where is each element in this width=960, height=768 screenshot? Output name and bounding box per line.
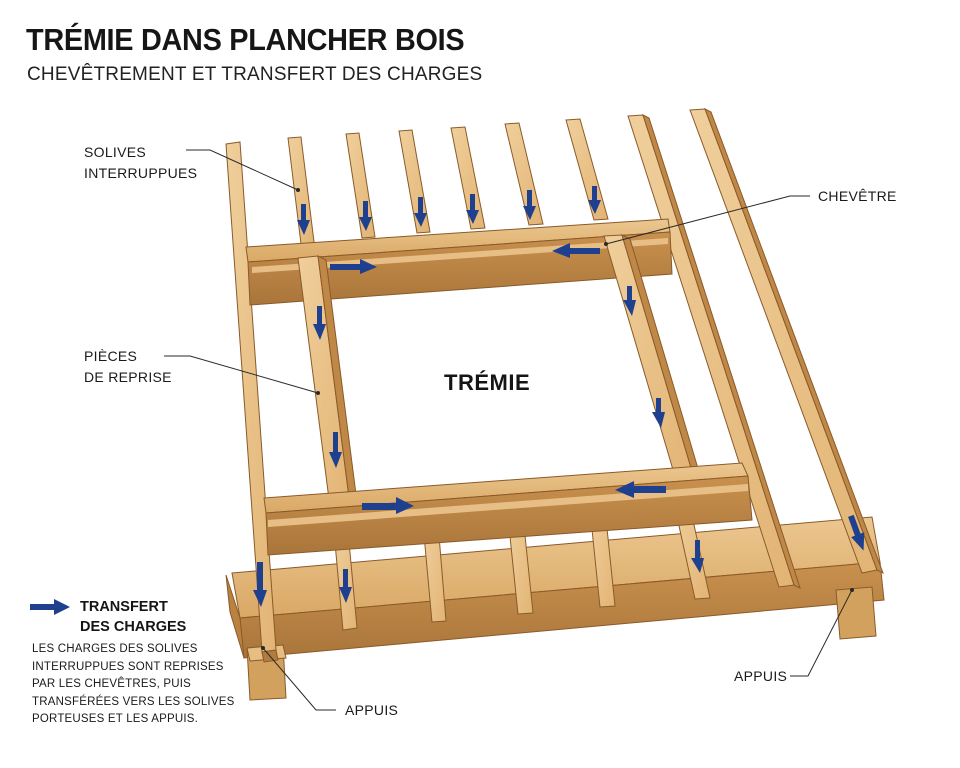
arrow-left-icon [552,243,600,258]
label-solives-line1: SOLIVES [84,144,147,160]
label-pieces-de-reprise: PIÈCES DE REPRISE [84,346,172,388]
side-joist-right-outer [689,107,884,575]
label-chevetre: CHEVÊTRE [818,188,897,204]
legend-title-line2: DES CHARGES [80,619,187,635]
support-post-right [835,586,877,640]
label-pieces-line1: PIÈCES [84,348,138,364]
legend-text-line: PORTEUSES ET LES APPUIS. [32,713,199,725]
label-solives-line2: INTERRUPPUES [84,165,198,181]
label-appuis-left: APPUIS [345,702,399,718]
arrow-down-icon [359,201,372,231]
legend-title: TRANSFERT DES CHARGES [80,597,186,637]
arrow-down-icon [313,306,326,340]
page-title: TRÉMIE DANS PLANCHER BOIS [26,22,465,57]
leader-lines [164,149,853,711]
arrow-down-icon [253,562,267,607]
arrow-down-icon [523,190,536,220]
arrow-down-icon [652,398,665,428]
legend-text-line: LES CHARGES DES SOLIVES [32,643,198,655]
arrow-right-icon [330,259,377,274]
arrow-left-icon [615,481,666,498]
legend-arrow-icon [30,599,70,615]
arrow-down-icon [588,186,601,214]
legend-title-line1: TRANSFERT [80,599,168,615]
load-arrows [253,186,865,607]
label-solives-interrompues: SOLIVES INTERRUPPUES [84,142,197,184]
label-appuis-right: APPUIS [734,668,788,684]
arrow-down-icon [848,514,865,551]
arrow-down-icon [339,569,352,603]
arrow-down-icon [691,540,704,573]
label-tremie: TRÉMIE [444,370,531,395]
arrow-down-icon [623,286,636,316]
arrow-down-icon [414,197,427,227]
legend-text-line: TRANSFÉRÉES VERS LES SOLIVES [32,695,235,708]
label-pieces-line2: DE REPRISE [84,369,172,385]
legend-text-line: PAR LES CHEVÊTRES, PUIS [32,678,192,690]
arrow-down-icon [329,432,342,468]
support-beam [225,516,885,659]
short-joists-front [333,501,711,631]
arrow-right-icon [362,497,414,514]
arrow-down-icon [297,204,310,235]
legend-text-line: INTERRUPPUES SONT REPRISES [32,660,224,673]
arrow-down-icon [466,194,479,224]
page-subtitle: CHEVÊTREMENT ET TRANSFERT DES CHARGES [27,64,483,85]
legend-description: LES CHARGES DES SOLIVES INTERRUPPUES SON… [32,641,234,729]
leader-dots [261,188,854,650]
